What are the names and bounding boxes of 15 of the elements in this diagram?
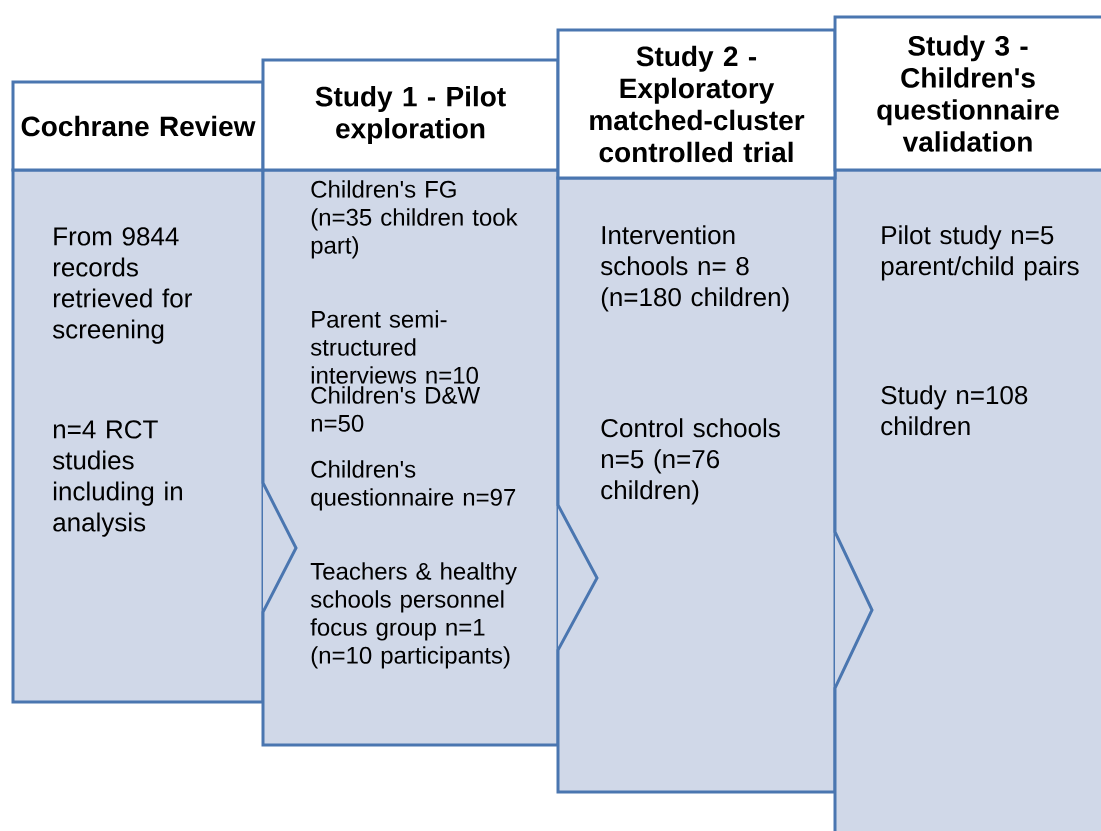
header-box: Study 2 - Exploratory matched-cluster controlled trial	[556, 28, 837, 180]
body-text: From 9844 records retrieved for screening	[52, 227, 192, 344]
body-text: Study n=108 children	[881, 385, 1028, 436]
header-box: Study 1 - Pilot exploration	[261, 58, 560, 172]
body-text: Parent semi-structured interviews n=10	[310, 310, 478, 384]
body-text: n=4 RCT studies including in analysis	[52, 420, 182, 537]
body-text: Children's D&W n=50	[311, 386, 481, 432]
body-text: Children's questionnaire n=97	[311, 460, 516, 511]
body-text: Children's FG (n=35 children took part)	[311, 180, 518, 259]
header-box: Cochrane Review	[11, 80, 265, 172]
body-text: Teachers & healthy schools personnel focus group n=1 (n=10 participants)	[310, 562, 517, 669]
header-box: Study 3 - Children's questionnaire validation	[833, 15, 1101, 172]
body-text: Control schools n=5 (n=76 children)	[601, 418, 780, 505]
body-text: Pilot study n=5 parent/child pairs	[881, 225, 1079, 281]
body-text: Intervention schools n= 8 (n=180 children)	[600, 225, 789, 312]
